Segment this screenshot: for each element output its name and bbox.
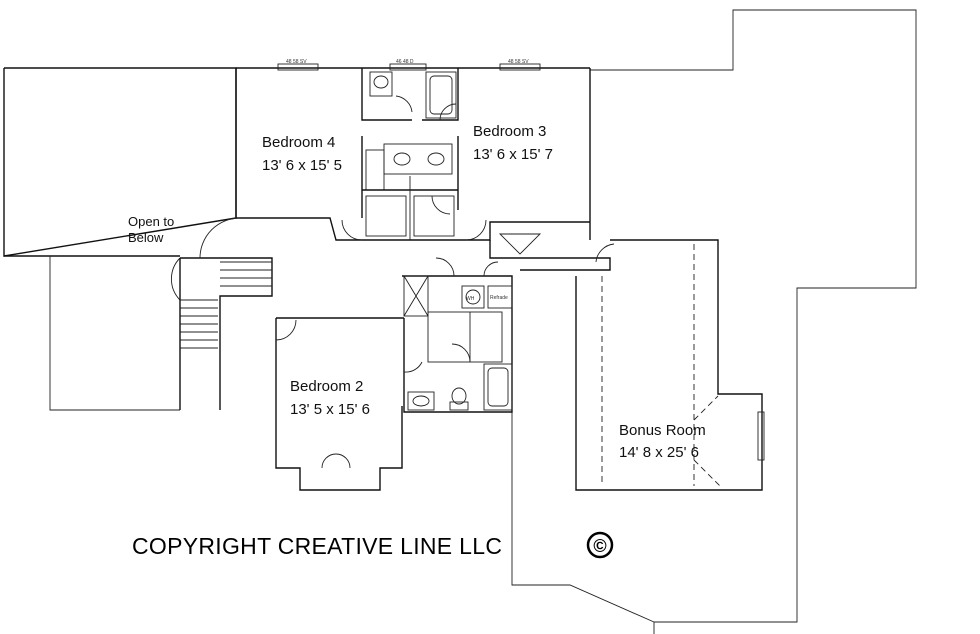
bedroom2-wall — [275, 318, 403, 491]
sink-icon — [412, 395, 430, 407]
door-swing-icon — [395, 95, 413, 113]
shower-x — [403, 275, 429, 317]
open-to-below-outline — [3, 67, 237, 257]
bonus-room-size: 14' 8 x 25' 6 — [619, 444, 699, 461]
shower-icon — [403, 275, 429, 317]
bedroom4-size: 13' 6 x 15' 5 — [262, 157, 342, 174]
closet-icon — [365, 149, 385, 191]
door-swing-icon — [321, 453, 337, 469]
bedroom4-wall — [235, 68, 362, 241]
bathtub-inner-icon-2 — [487, 367, 509, 407]
window-note: 48 58 SV — [286, 59, 307, 65]
copyright-text: COPYRIGHT CREATIVE LINE LLC — [132, 533, 502, 559]
copyright-symbol: © — [593, 536, 606, 556]
bathtub-inner-icon — [429, 75, 453, 115]
closet-bath2 — [427, 311, 503, 363]
bedroom3-size: 13' 6 x 15' 7 — [473, 146, 553, 163]
bonus-room-wall — [575, 239, 763, 491]
bath-upper-wall-right — [422, 68, 459, 121]
toilet-icon — [369, 71, 393, 97]
hall-wall — [489, 240, 611, 271]
closet-left — [365, 195, 407, 237]
window-top-3 — [499, 63, 541, 71]
stair-wall — [180, 257, 273, 410]
window-top-1 — [277, 63, 319, 71]
bathtub-icon-2 — [483, 363, 513, 411]
door-swing-icon — [595, 243, 615, 263]
door-swing-icon — [335, 453, 351, 469]
bath2-wall — [402, 275, 513, 413]
door-swing-icon — [431, 195, 451, 215]
door-swing-icon — [275, 319, 297, 341]
door-swing-icon — [439, 103, 457, 121]
sloped-ceiling-line — [693, 459, 721, 487]
sink-icon — [393, 152, 411, 166]
roof-outline — [590, 9, 917, 634]
refrigerator-label: Refrade — [490, 295, 508, 301]
washer-label: WH — [466, 296, 475, 302]
copyright-circle-icon — [586, 531, 614, 559]
window-note: 46 48 D — [396, 59, 414, 65]
washer-icon — [461, 285, 485, 309]
bedroom3-bottom-wall — [466, 221, 590, 241]
roof-outline-lower — [511, 276, 655, 623]
toilet-bowl-icon — [373, 75, 389, 89]
closet-right — [413, 195, 455, 237]
window-top-2 — [389, 63, 427, 71]
stair-curve — [171, 257, 181, 301]
bedroom2-name: Bedroom 2 — [290, 378, 363, 395]
refrigerator-icon — [487, 285, 513, 309]
sink-icon — [427, 152, 445, 166]
bedroom2-size: 13' 5 x 15' 6 — [290, 401, 370, 418]
door-swing-icon — [403, 361, 423, 373]
lower-left-outline — [49, 256, 180, 411]
bath-upper-wall — [361, 68, 412, 121]
sloped-ceiling-line — [693, 395, 719, 421]
sink-counter — [407, 391, 435, 411]
door-swing-icon — [465, 219, 487, 241]
toilet-tank — [449, 401, 469, 411]
door-swing-icon — [435, 257, 455, 277]
door-swing-icon — [341, 219, 363, 241]
stair-treads — [180, 261, 272, 349]
open-to-below-line1: Open to — [128, 214, 174, 229]
bathtub-icon — [425, 71, 457, 119]
window-right — [757, 411, 765, 461]
window-note: 48 58 SV — [508, 59, 529, 65]
door-swing-icon — [483, 261, 499, 277]
open-to-below-line2: Below — [128, 230, 164, 245]
bedroom3-name: Bedroom 3 — [473, 123, 546, 140]
toilet-icon — [451, 387, 467, 405]
linen-closet — [498, 233, 542, 255]
door-swing-icon — [451, 343, 471, 363]
stair-rail-curve — [199, 217, 241, 259]
bedroom4-name: Bedroom 4 — [262, 134, 335, 151]
washer-drum-icon — [465, 289, 481, 305]
bonus-room-name: Bonus Room — [619, 422, 706, 439]
